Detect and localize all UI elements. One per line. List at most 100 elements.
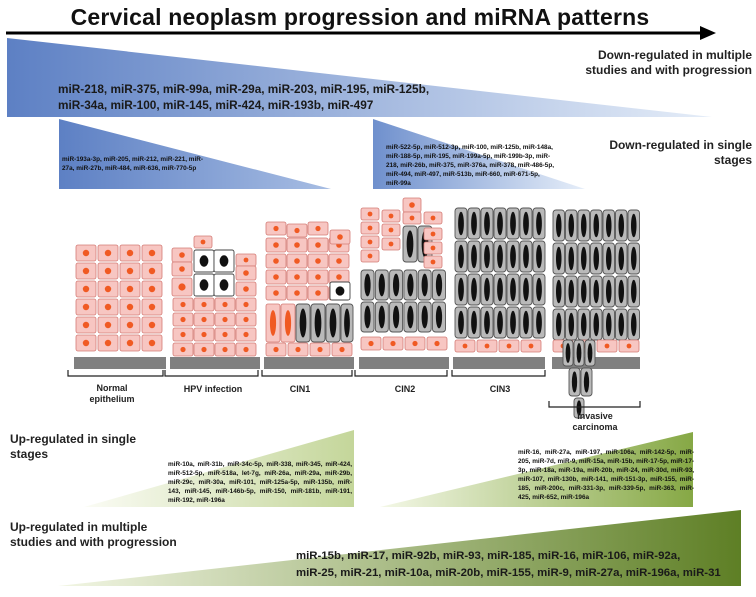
cell-nucleus [243, 346, 249, 353]
dysplastic-nucleus [580, 213, 587, 238]
cell-nucleus [388, 227, 394, 233]
cell-nucleus [294, 242, 300, 248]
dysplastic-nucleus [630, 213, 637, 238]
cell-nucleus [368, 340, 374, 347]
dysplastic-nucleus [536, 211, 542, 236]
dysplastic-nucleus [605, 279, 612, 304]
stage-bracket [548, 401, 641, 408]
down-single-right-mirna: miR-522-5p, miR-512-3p, miR-100, miR-125… [386, 144, 555, 187]
cell-nucleus [315, 290, 321, 296]
stage-label-cin1: CIN1 [289, 384, 311, 394]
dysplastic-nucleus [314, 308, 322, 338]
dysplastic-nucleus [435, 273, 443, 297]
cell-nucleus [82, 339, 90, 347]
dysplastic-nucleus [458, 211, 464, 236]
koilocyte-nucleus [199, 255, 209, 267]
stage-label-cin2: CIN2 [394, 384, 416, 394]
dysplastic-nucleus [571, 371, 578, 393]
dysplastic-nucleus [523, 310, 529, 335]
dysplastic-nucleus [593, 279, 600, 304]
stage-bracket [164, 370, 259, 377]
cell-nucleus [294, 227, 300, 234]
cell-nucleus [367, 211, 373, 217]
cell-nucleus [104, 303, 112, 311]
stage-bracket [261, 370, 353, 377]
dysplastic-nucleus [536, 277, 542, 302]
cell-nucleus [222, 346, 228, 353]
cell-nucleus [484, 343, 490, 349]
dysplastic-nucleus [406, 230, 414, 258]
up-multiple-triangle [58, 510, 741, 586]
stage-bracket [354, 370, 448, 377]
cell-nucleus [126, 249, 134, 257]
cell-nucleus [294, 290, 300, 296]
cell-nucleus [273, 225, 279, 232]
dysplastic-nucleus [605, 246, 612, 271]
koilocyte-nucleus [219, 279, 229, 291]
cell-nucleus [273, 258, 279, 264]
cell-nucleus [82, 267, 90, 275]
cell-nucleus [243, 286, 249, 292]
cell-nucleus [412, 340, 418, 347]
stage-bracket [67, 370, 164, 377]
up-single-right-mirna: miR-16, miR-27a, miR-197, miR-106a, miR-… [518, 449, 694, 501]
dysplastic-nucleus [510, 211, 516, 236]
cell-nucleus [180, 331, 186, 338]
down-multiple-label-line1: Down-regulated in multiple [597, 48, 752, 62]
dysplastic-nucleus [555, 279, 562, 304]
cell-nucleus [148, 249, 156, 257]
dysplastic-nucleus [580, 279, 587, 304]
koilocyte-nucleus [199, 279, 209, 291]
stage-label-invasive: Invasive carcinoma [572, 411, 618, 432]
cell-nucleus [626, 343, 632, 349]
dysplastic-nucleus [630, 312, 637, 337]
cell-nucleus [273, 346, 279, 353]
dysplastic-nucleus [580, 246, 587, 271]
dysplastic-nucleus [523, 211, 529, 236]
dysplastic-nucleus [568, 279, 575, 304]
dysplastic-nucleus [536, 310, 542, 335]
dysplastic-nucleus [471, 310, 477, 335]
cell-nucleus [222, 331, 228, 338]
cell-nucleus [148, 267, 156, 275]
cell-nucleus [295, 346, 301, 353]
dysplastic-nucleus [378, 305, 385, 329]
basement-membrane [359, 357, 449, 369]
dysplastic-nucleus [497, 310, 503, 335]
dysplastic-nucleus [484, 310, 490, 335]
dysplastic-nucleus [510, 277, 516, 302]
cell-nucleus [180, 316, 186, 323]
basement-membrane [170, 357, 260, 369]
dysplastic-nucleus [593, 312, 600, 337]
cell-nucleus [367, 253, 373, 259]
dysplastic-nucleus [565, 343, 571, 363]
cell-nucleus [82, 285, 90, 293]
cell-nucleus [315, 225, 321, 232]
dysplastic-nucleus [497, 277, 503, 302]
cell-nucleus [294, 274, 300, 280]
cell-nucleus [273, 242, 279, 248]
up-single-left-triangle [84, 430, 354, 507]
cell-nucleus [178, 283, 186, 291]
dysplastic-nucleus [523, 244, 529, 269]
cell-nucleus [222, 316, 228, 323]
down-multiple-mirna-list: miR-218, miR-375, miR-99a, miR-29a, miR-… [58, 81, 429, 113]
up-single-label-line2: stages [10, 447, 49, 461]
cell-nucleus [243, 301, 249, 308]
up-multiple-mirna-line2: miR-25, miR-21, miR-10a, miR-20b, miR-15… [296, 567, 721, 579]
cell-nucleus [528, 343, 534, 349]
cell-nucleus [336, 258, 342, 264]
cell-nucleus [126, 285, 134, 293]
dysplastic-nucleus [555, 246, 562, 271]
dysplastic-nucleus [392, 273, 400, 297]
cell-nucleus [126, 339, 134, 347]
dysplastic-nucleus [510, 310, 516, 335]
up-multiple-label: Up-regulated in multiple studies and wit… [10, 520, 250, 550]
stage-label-normal: Normal epithelium [89, 383, 135, 404]
dysplastic-nucleus [555, 312, 562, 337]
down-single-right-triangle [373, 119, 585, 189]
cell-nucleus [315, 242, 321, 248]
down-single-left-mirna: miR-193a-3p, miR-205, miR-212, miR-221, … [62, 156, 203, 172]
cell-nucleus [506, 343, 512, 349]
dysplastic-nucleus [329, 308, 337, 338]
